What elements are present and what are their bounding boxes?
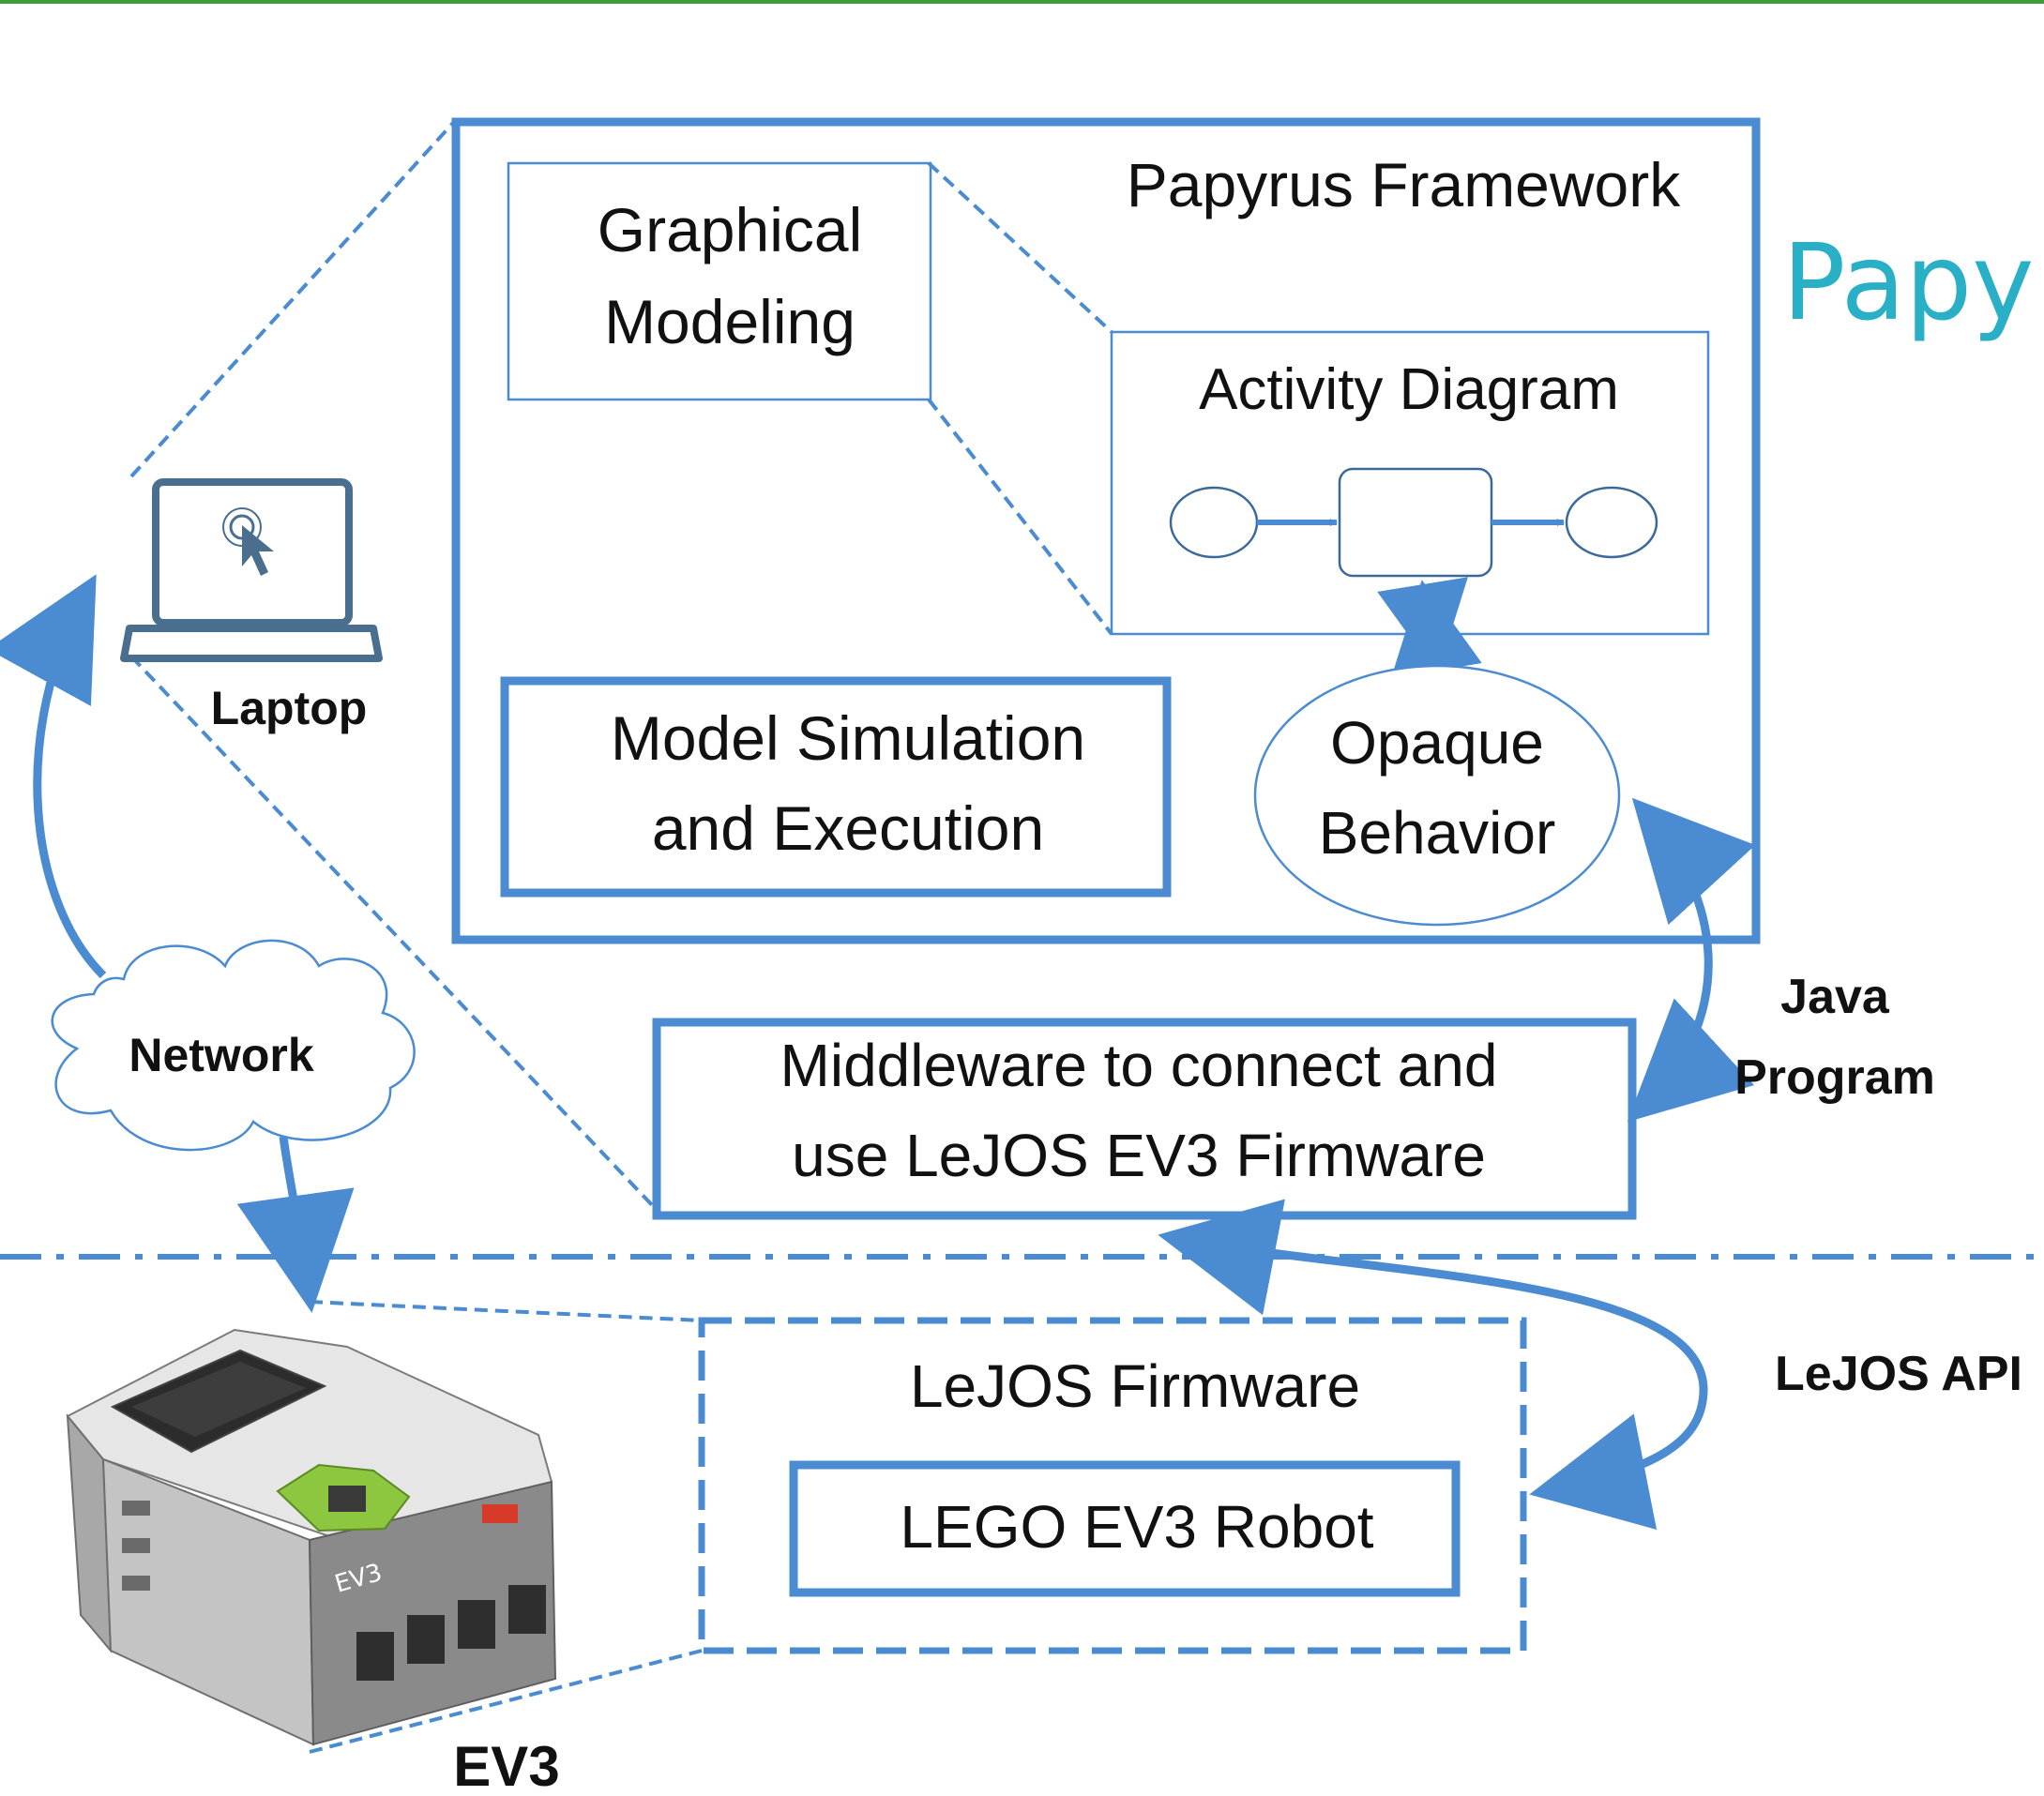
laptop-icon bbox=[120, 478, 383, 662]
action-node bbox=[1338, 467, 1493, 578]
lego-robot-box bbox=[789, 1460, 1461, 1597]
papyrus-logo-text: Papy bbox=[1782, 222, 2035, 344]
laptop-to-framework-connector bbox=[129, 120, 456, 478]
modeling-to-activity-connector-bottom bbox=[927, 398, 1113, 636]
lejos-firmware-box bbox=[698, 1317, 1527, 1654]
lejos-api-label: LeJOS API bbox=[1775, 1347, 2022, 1401]
graphical-modeling-line2: Modeling bbox=[604, 287, 855, 356]
cloud-icon bbox=[51, 939, 416, 1152]
graphical-modeling-line1: Graphical bbox=[598, 195, 862, 264]
network-ev3-link bbox=[236, 1136, 355, 1313]
papyrus-framework-box bbox=[451, 117, 1761, 944]
network-label: Network bbox=[129, 1029, 313, 1081]
ev3-to-firmware-connector-top bbox=[309, 1300, 703, 1322]
java-program-line2: Program bbox=[1734, 1050, 1935, 1105]
ev3-to-firmware-connector-bottom bbox=[309, 1649, 703, 1754]
network-laptop-link bbox=[0, 574, 107, 979]
laptop-label: Laptop bbox=[211, 682, 368, 734]
final-node bbox=[1565, 486, 1658, 559]
initial-node bbox=[1169, 486, 1259, 559]
opaque-behavior-line2: Behavior bbox=[1319, 799, 1556, 867]
ev3-brick-image: EV3 bbox=[66, 1328, 557, 1746]
ev3-label: EV3 bbox=[453, 1735, 559, 1796]
opaque-behavior-ellipse bbox=[1253, 664, 1621, 927]
top-accent-bar bbox=[0, 0, 2044, 4]
action-behavior-link bbox=[1377, 577, 1482, 678]
model-simulation-box bbox=[500, 676, 1172, 898]
opaque-behavior-line1: Opaque bbox=[1330, 709, 1544, 777]
graphical-modeling-box bbox=[507, 161, 932, 401]
lejos-api-link bbox=[1158, 1199, 1708, 1530]
modeling-to-activity-connector-top bbox=[927, 161, 1113, 334]
lejos-firmware-title: LeJOS Firmware bbox=[910, 1352, 1360, 1420]
zoom-connector-lines bbox=[129, 120, 1113, 1754]
cursor-icon bbox=[242, 525, 274, 576]
java-program-link bbox=[1627, 797, 1756, 1123]
activity-diagram-title: Activity Diagram bbox=[1199, 357, 1619, 422]
middleware-line2: use LeJOS EV3 Firmware bbox=[792, 1122, 1486, 1189]
java-program-line1: Java bbox=[1780, 970, 1890, 1024]
model-simulation-line1: Model Simulation bbox=[611, 703, 1085, 773]
papyrus-framework-title: Papyrus Framework bbox=[1127, 150, 1681, 219]
laptop-to-middleware-connector bbox=[129, 655, 657, 1210]
lego-robot-label: LEGO EV3 Robot bbox=[900, 1493, 1373, 1561]
model-simulation-line2: and Execution bbox=[652, 793, 1044, 863]
ev3-red-badge bbox=[482, 1504, 518, 1523]
middleware-line1: Middleware to connect and bbox=[780, 1032, 1498, 1099]
